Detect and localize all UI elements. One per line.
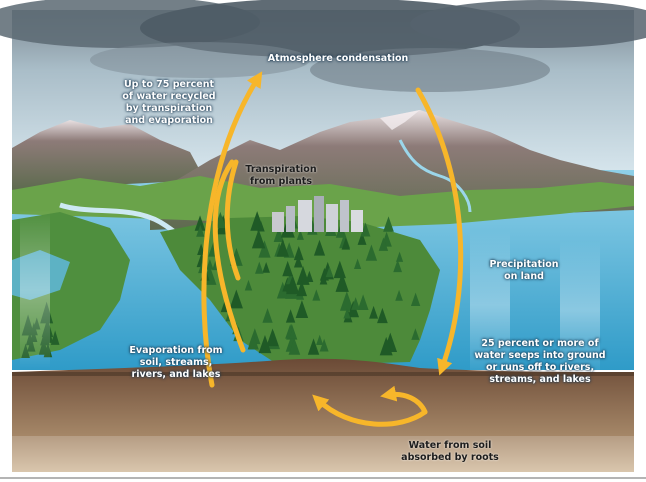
tree — [296, 229, 304, 240]
tree — [293, 246, 304, 261]
tree — [229, 289, 243, 309]
tree — [335, 272, 349, 292]
storm-clouds — [0, 0, 646, 92]
tree — [395, 289, 403, 301]
tree — [351, 297, 361, 310]
tree — [341, 237, 351, 250]
label-recycled-percent: Up to 75 percent of water recycled by tr… — [122, 79, 216, 126]
label-roots: Water from soil absorbed by roots — [401, 440, 499, 463]
precipitation-arrow — [415, 87, 464, 376]
tree — [266, 328, 279, 347]
tree — [307, 338, 320, 355]
tree — [319, 338, 329, 352]
tree — [276, 281, 289, 299]
tree — [262, 308, 273, 323]
tree — [206, 259, 214, 270]
tree — [383, 216, 394, 232]
tree — [296, 266, 310, 285]
tree — [196, 224, 205, 237]
tree — [343, 308, 351, 319]
tree — [353, 258, 362, 269]
tree — [377, 307, 388, 324]
label-atmosphere-condensation: Atmosphere condensation — [267, 53, 409, 64]
tree — [288, 338, 301, 355]
tree — [411, 328, 420, 340]
tree — [258, 240, 271, 258]
tree — [282, 260, 294, 277]
label-evaporation: Evaporation from soil, streams, rivers, … — [129, 345, 223, 380]
tree — [247, 333, 259, 350]
tree — [276, 238, 289, 257]
tree — [258, 334, 272, 354]
tree — [295, 300, 309, 318]
tree — [244, 279, 253, 291]
tree — [286, 275, 300, 295]
tree — [369, 305, 379, 319]
evaporation-arrow — [201, 71, 263, 388]
tree — [285, 309, 296, 323]
tree — [316, 334, 324, 345]
cycle-arrows — [201, 71, 464, 427]
tree — [379, 336, 393, 356]
tree — [357, 232, 367, 245]
label-transpiration: Transpiration from plants — [245, 164, 317, 187]
rain-curtain — [560, 240, 600, 380]
tree — [255, 261, 264, 274]
evaporation-inner-arrow — [212, 159, 246, 353]
tree — [257, 220, 265, 232]
rain-curtain — [20, 210, 50, 370]
tree — [357, 294, 369, 310]
tree — [312, 289, 321, 301]
transpiration-arrow — [224, 159, 241, 281]
seep-arrow — [380, 385, 428, 415]
tree — [333, 260, 346, 279]
tree — [378, 237, 389, 251]
tree — [339, 291, 354, 311]
tree — [365, 244, 378, 261]
tree — [313, 239, 326, 256]
tree — [393, 259, 403, 273]
tree — [296, 280, 308, 297]
tree — [360, 222, 371, 237]
tree — [319, 273, 328, 285]
tree — [410, 292, 421, 306]
tree — [273, 227, 285, 242]
label-precipitation: Precipitation on land — [489, 259, 559, 282]
tree — [288, 327, 297, 339]
tree — [262, 262, 270, 273]
tree — [251, 229, 266, 249]
root-uptake-arrow — [312, 394, 428, 427]
tree — [293, 255, 303, 268]
tree — [395, 251, 404, 262]
city-skyline — [272, 196, 363, 232]
bedrock-layer — [12, 436, 634, 472]
mountain-stream — [398, 139, 472, 213]
tree — [194, 215, 206, 231]
tree — [50, 330, 60, 345]
tree — [325, 266, 334, 278]
rain-curtain — [470, 230, 510, 380]
label-seeps-into-ground: 25 percent or more of water seeps into g… — [474, 338, 606, 385]
